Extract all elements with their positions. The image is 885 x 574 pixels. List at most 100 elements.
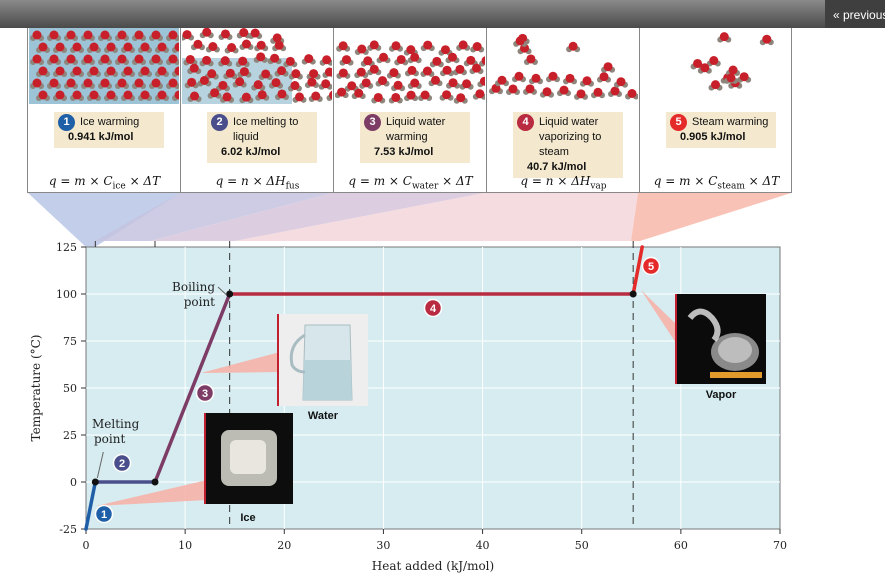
panel-equation: q = m × Cwater × ΔT — [348, 174, 473, 192]
connector-fan — [95, 193, 332, 241]
oxygen-atom — [140, 42, 150, 52]
panel-value: 0.905 kJ/mol — [680, 131, 746, 143]
oxygen-atom — [106, 42, 116, 52]
oxygen-atom — [338, 68, 348, 78]
oxygen-atom — [235, 77, 245, 87]
panel-caption: Ice warming 0.941 kJ/mol — [54, 112, 164, 148]
vapor-callout — [641, 290, 678, 346]
oxygen-atom — [322, 55, 332, 65]
oxygen-atom — [462, 79, 472, 89]
oxygen-atom — [357, 44, 367, 54]
oxygen-atom — [89, 90, 99, 100]
segment-badge-number: 2 — [119, 458, 125, 470]
oxygen-atom — [66, 30, 76, 40]
oxygen-atom — [593, 87, 603, 97]
oxygen-atom — [508, 84, 518, 94]
oxygen-atom — [49, 54, 59, 64]
phase-photos — [96, 290, 766, 506]
x-tick-label: 20 — [277, 539, 291, 552]
panel-equation: q = n × ΔHfus — [215, 174, 300, 192]
oxygen-atom — [49, 30, 59, 40]
oxygen-atom — [728, 65, 738, 75]
melting-molecules-icon — [182, 28, 332, 104]
curve-segment-5 — [631, 245, 644, 296]
y-tick-label: 0 — [70, 476, 77, 489]
y-tick-label: 25 — [63, 429, 77, 442]
oxygen-atom — [479, 76, 485, 86]
oxygen-atom — [442, 90, 452, 100]
panel-equation: q = m × Cice × ΔT — [48, 174, 161, 192]
panel-value: 0.941 kJ/mol — [68, 131, 134, 143]
oxygen-atom — [123, 90, 133, 100]
oxygen-atom — [321, 79, 331, 89]
connector-fan — [28, 193, 180, 247]
oxygen-atom — [616, 77, 626, 87]
vaporizing-molecules-icon — [489, 33, 638, 100]
segment-badge-2 — [112, 453, 132, 473]
oxygen-atom — [324, 67, 332, 77]
oxygen-atom — [406, 90, 416, 100]
oxygen-atom — [442, 65, 452, 75]
oxygen-atom — [89, 66, 99, 76]
oxygen-atom — [202, 55, 212, 65]
oxygen-atom — [32, 30, 42, 40]
oxygen-atom — [168, 54, 178, 64]
oxygen-atom — [55, 66, 65, 76]
panel-value: 40.7 kJ/mol — [527, 161, 587, 173]
panel-caption: Steam warming 0.905 kJ/mol — [666, 112, 776, 148]
panel-3: Liquid water warming 7.53 kJ/mol 3 q = m… — [334, 28, 487, 193]
oxygen-atom — [342, 55, 352, 65]
oxygen-atom — [456, 93, 466, 103]
oxygen-atom — [565, 73, 575, 83]
previous-link[interactable]: « previous — [825, 0, 885, 28]
oxygen-atom — [83, 54, 93, 64]
oxygen-atom — [83, 30, 93, 40]
connector-fan — [631, 193, 791, 241]
oxygen-atom — [525, 84, 535, 94]
oxygen-atom — [225, 68, 235, 78]
oxygen-atom — [241, 92, 251, 102]
oxygen-atom — [199, 75, 209, 85]
ice-cube-highlight — [230, 440, 266, 474]
oxygen-atom — [369, 40, 379, 50]
oxygen-atom — [290, 81, 300, 91]
step-badge: 4 — [517, 114, 534, 131]
panel-5: Steam warming 0.905 kJ/mol 5 q = m × Cst… — [640, 28, 793, 193]
oxygen-atom — [38, 66, 48, 76]
panel-1: Ice warming 0.941 kJ/mol 1 q = m × Cice … — [28, 28, 181, 193]
panel-title: Steam warming — [692, 116, 769, 128]
oxygen-atom — [466, 55, 476, 65]
oxygen-atom — [220, 29, 230, 39]
oxygen-atom — [185, 54, 195, 64]
oxygen-atom — [190, 91, 200, 101]
oxygen-atom — [582, 76, 592, 86]
kettle-highlight — [718, 337, 752, 363]
oxygen-atom — [134, 78, 144, 88]
oxygen-atom — [475, 89, 485, 99]
oxygen-atom — [423, 40, 433, 50]
oxygen-atom — [238, 56, 248, 66]
oxygen-atom — [106, 66, 116, 76]
oxygen-atom — [66, 78, 76, 88]
oxygen-atom — [100, 78, 110, 88]
oxygen-atom — [38, 90, 48, 100]
oxygen-atom — [526, 54, 536, 64]
segment-badge-4 — [423, 298, 443, 318]
oxygen-atom — [710, 80, 720, 90]
oxygen-atom — [123, 66, 133, 76]
oxygen-atom — [448, 78, 458, 88]
oxygen-atom — [187, 77, 197, 87]
oxygen-atom — [420, 90, 430, 100]
oxygen-atom — [174, 90, 179, 100]
oxygen-atom — [391, 41, 401, 51]
panel-connector-fans — [28, 193, 791, 247]
phase-change-points — [91, 290, 637, 486]
oxygen-atom — [250, 28, 260, 38]
oxygen-atom — [274, 40, 284, 50]
step-badge: 3 — [364, 114, 381, 131]
panel-value: 7.53 kJ/mol — [374, 146, 434, 158]
